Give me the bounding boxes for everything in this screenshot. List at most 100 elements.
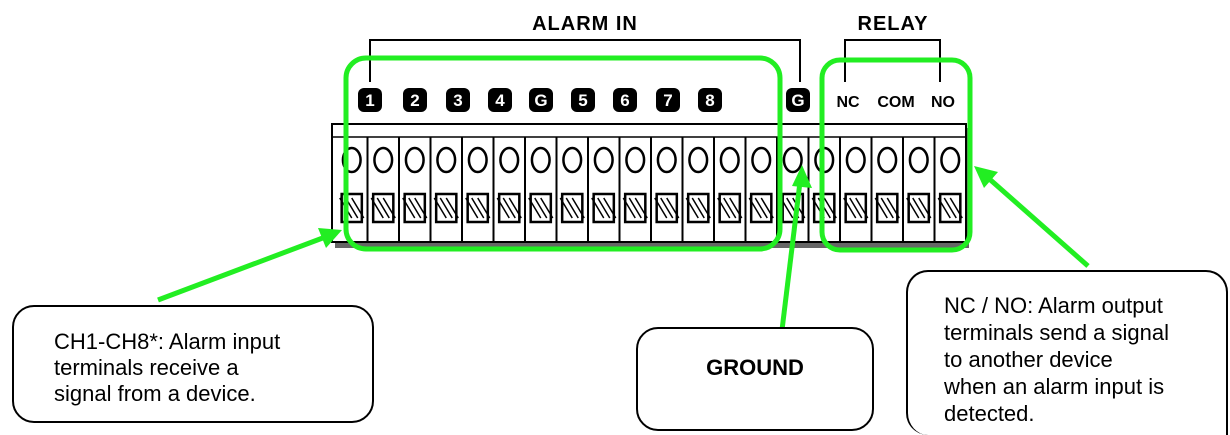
screw-hatch — [666, 197, 680, 219]
screw-hatch — [634, 197, 648, 219]
terminal-badge-2: 2 — [403, 88, 427, 112]
wire-hole — [404, 146, 425, 174]
terminal-slot — [433, 137, 463, 242]
screw-hatch — [597, 197, 611, 219]
screw-hatch — [591, 197, 605, 219]
terminal-slots — [339, 137, 967, 242]
relay-highlight — [819, 57, 973, 253]
badge-label: 8 — [705, 91, 714, 110]
terminal-slot — [717, 137, 747, 242]
screw-hatch — [465, 197, 479, 219]
screw-hatch — [748, 197, 762, 219]
screw-hatch — [729, 197, 743, 219]
terminal-badge-1: 1 — [358, 88, 382, 112]
screw-hatch — [502, 197, 516, 219]
terminal-slot — [874, 137, 904, 242]
badge-bg — [529, 88, 553, 112]
wire-hole — [845, 146, 866, 174]
wire-hole — [782, 146, 803, 174]
wire-hole — [373, 146, 394, 174]
screw-hatch — [760, 197, 774, 219]
screw-hatch — [471, 197, 485, 219]
screw-hatch — [685, 197, 699, 219]
screw-hatch — [754, 197, 768, 219]
alarm-in-heading: ALARM IN — [532, 13, 638, 35]
terminal-slot — [748, 137, 778, 242]
relay-callout-line-3: to another device — [944, 347, 1113, 372]
terminal-slot — [843, 137, 873, 242]
wire-hole — [530, 146, 551, 174]
screw-hatch — [906, 197, 920, 219]
screw-hatch — [780, 197, 794, 219]
wire-hole — [436, 146, 457, 174]
screw-hatch — [628, 197, 642, 219]
screw-hatch — [528, 197, 542, 219]
badge-label: G — [791, 91, 804, 110]
terminal-slot — [370, 137, 400, 242]
channels-highlight — [343, 55, 783, 252]
wire-hole — [719, 146, 740, 174]
screw-hatch — [382, 197, 396, 219]
terminal-badge-5: G — [529, 88, 553, 112]
ground-arrow-head — [792, 165, 812, 188]
screw-hatch — [691, 197, 705, 219]
screw-hatch — [823, 197, 837, 219]
screw-hatch — [496, 197, 510, 219]
channels-callout-line-3: signal from a device. — [54, 381, 256, 406]
screw-hatch — [855, 197, 869, 219]
terminal-badge-7: 6 — [613, 88, 637, 112]
wire-hole — [562, 146, 583, 174]
screw-hatch — [874, 197, 888, 219]
terminal-block — [331, 123, 969, 248]
screw-hatch — [880, 197, 894, 219]
screw-hatch — [559, 197, 573, 219]
channels-callout-line-1: CH1-CH8*: Alarm input — [54, 329, 281, 354]
badge-label: 1 — [365, 91, 374, 110]
ground-callout: GROUND — [636, 327, 874, 431]
screw-hatch — [717, 197, 731, 219]
pointer-arrows — [157, 165, 1090, 331]
screw-hatch — [477, 197, 491, 219]
relay-callout-line-2: terminals send a signal — [944, 320, 1170, 345]
terminal-badge-4: 4 — [488, 88, 512, 112]
terminal-slot — [496, 137, 526, 242]
terminal-slot — [906, 137, 936, 242]
badge-label: 3 — [453, 91, 462, 110]
channels-callout-line-2: terminals receive a — [54, 355, 239, 380]
screw-hatch — [912, 197, 926, 219]
badge-bg — [446, 88, 470, 112]
screw-hatch — [445, 197, 459, 219]
alarm-in-bracket — [369, 39, 801, 58]
screw-hatch — [943, 197, 957, 219]
screw-hatch — [603, 197, 617, 219]
ground-callout-label: GROUND — [706, 355, 804, 380]
screw-hatch — [949, 197, 963, 219]
wire-hole — [940, 146, 961, 174]
screw-hatch — [433, 197, 447, 219]
screw-hatch — [370, 197, 384, 219]
badge-bg — [488, 88, 512, 112]
badge-label: 4 — [495, 91, 505, 110]
screw-hatch — [402, 197, 416, 219]
screw-hatch — [408, 197, 422, 219]
channels-arrow-line — [157, 233, 329, 303]
screw-hatch — [351, 197, 365, 219]
terminal-slot — [622, 137, 652, 242]
screw-hatch — [654, 197, 668, 219]
screw-hatch — [622, 197, 636, 219]
badge-label: 7 — [663, 91, 672, 110]
screw-hatch — [565, 197, 579, 219]
badge-label: 6 — [620, 91, 629, 110]
screw-hatch — [697, 197, 711, 219]
channels-callout: CH1-CH8*: Alarm input terminals receive … — [12, 305, 374, 423]
badge-bg — [786, 88, 810, 112]
badge-bg — [656, 88, 680, 112]
channels-arrow-head — [318, 228, 342, 248]
screw-hatch — [439, 197, 453, 219]
terminal-slot — [528, 137, 558, 242]
relay-arrow-line — [984, 174, 1090, 268]
screw-hatch — [571, 197, 585, 219]
badge-bg — [698, 88, 722, 112]
